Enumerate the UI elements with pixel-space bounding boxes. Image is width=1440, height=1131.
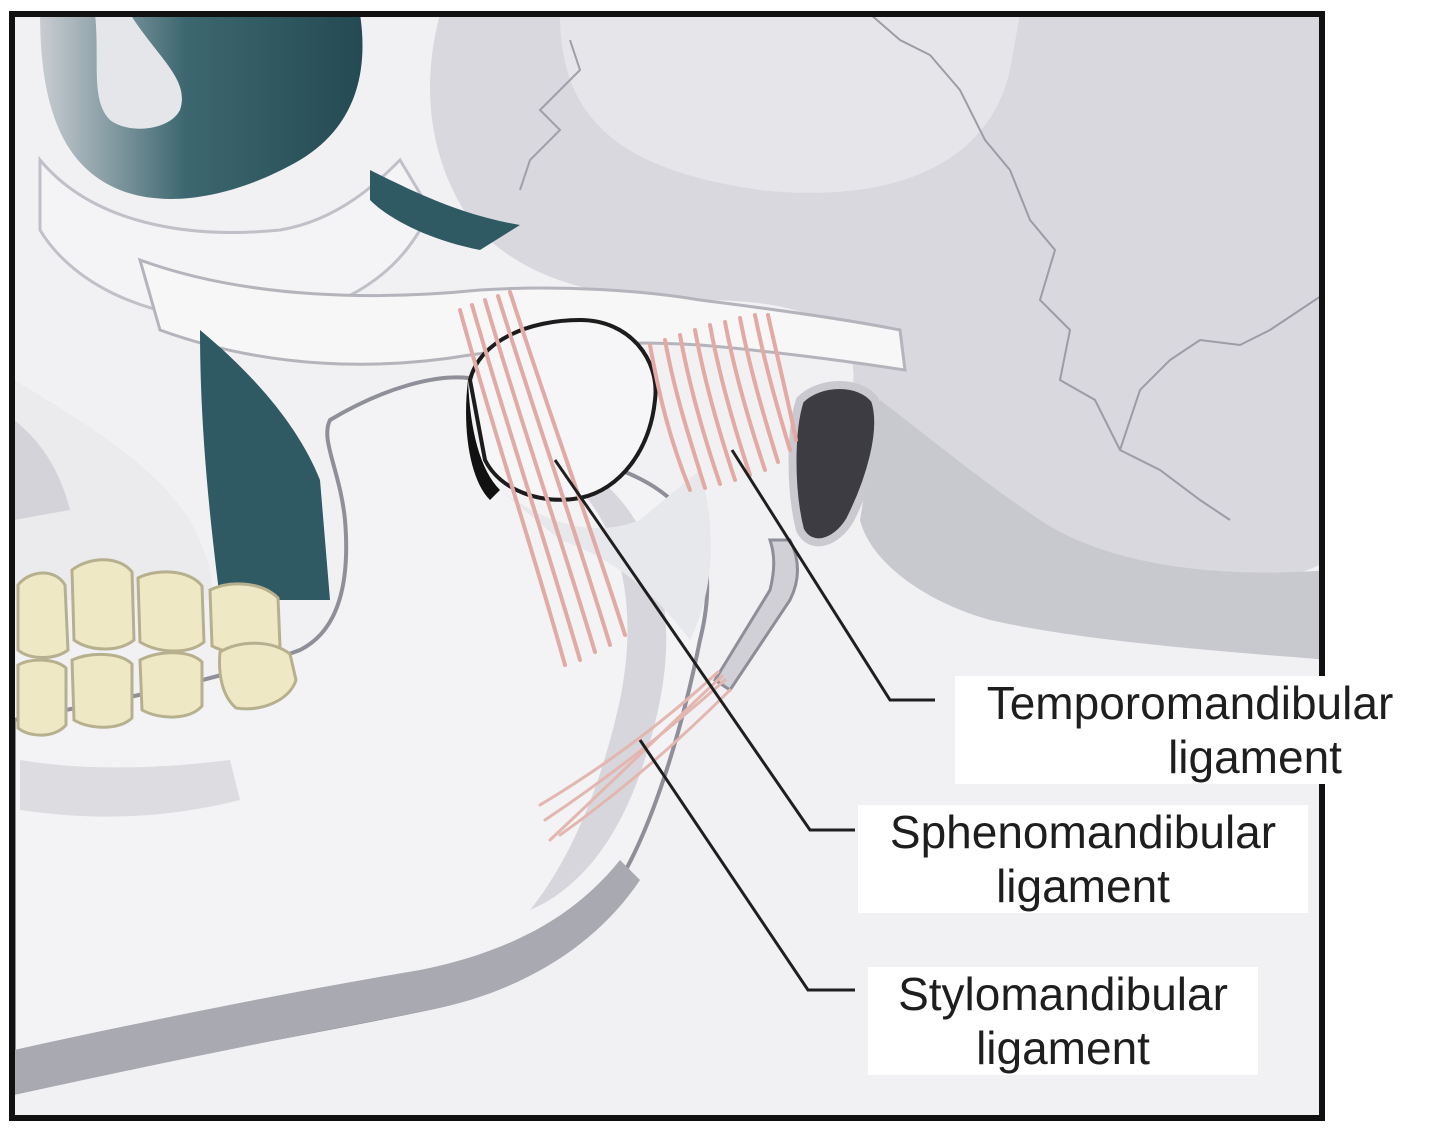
label-stylomandibular-line2: ligament xyxy=(868,1021,1258,1075)
label-stylomandibular-line1: Stylomandibular xyxy=(868,967,1258,1021)
label-temporomandibular-line2: ligament xyxy=(955,730,1425,784)
label-temporomandibular-line1: Temporomandibular xyxy=(955,676,1425,730)
label-sphenomandibular-line1: Sphenomandibular xyxy=(858,805,1308,859)
label-sphenomandibular-line2: ligament xyxy=(858,859,1308,913)
label-sphenomandibular-ligament: Sphenomandibular ligament xyxy=(858,805,1308,913)
label-stylomandibular-ligament: Stylomandibular ligament xyxy=(868,967,1258,1075)
label-temporomandibular-ligament: Temporomandibular ligament xyxy=(955,676,1425,784)
